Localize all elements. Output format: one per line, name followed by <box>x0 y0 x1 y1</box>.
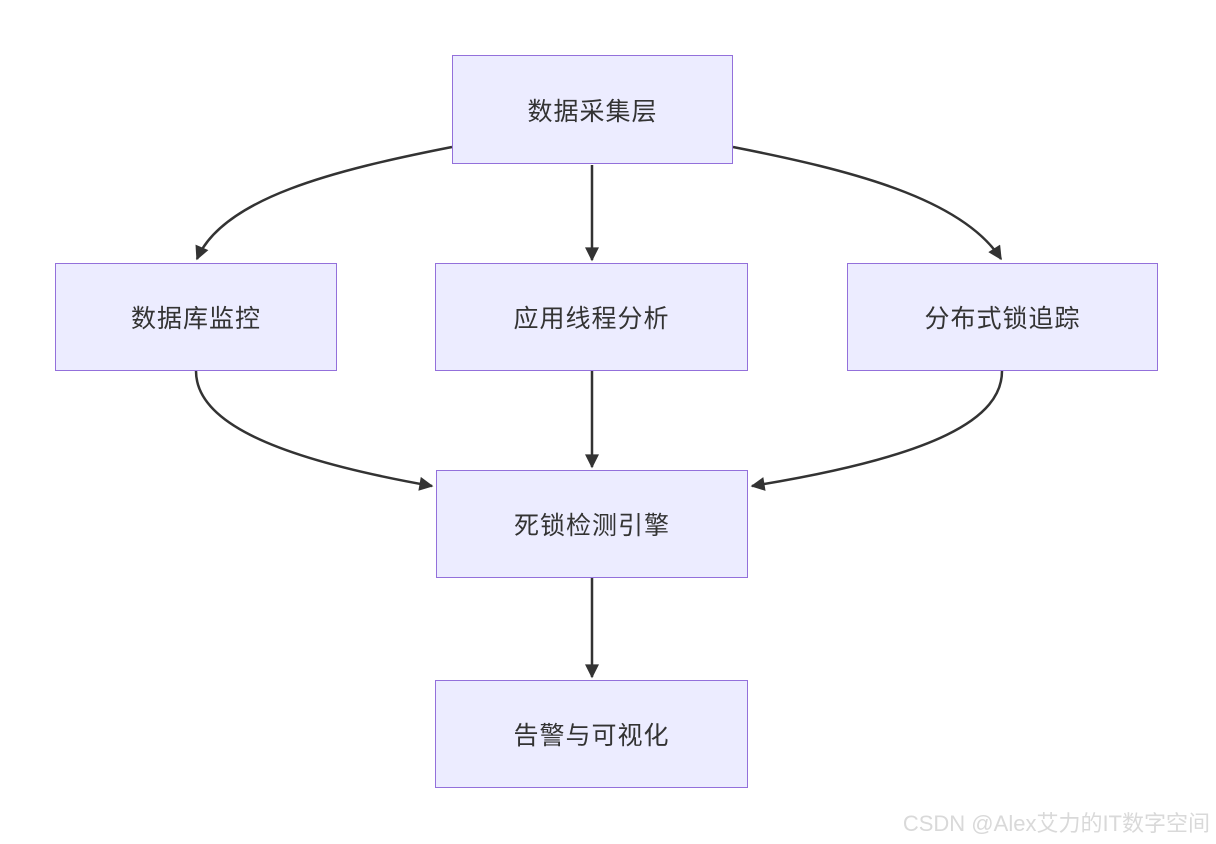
node-database-monitoring: 数据库监控 <box>55 263 337 371</box>
node-data-collection-layer: 数据采集层 <box>452 55 733 164</box>
node-distributed-lock-tracing: 分布式锁追踪 <box>847 263 1158 371</box>
node-label: 数据采集层 <box>527 97 658 126</box>
node-label: 数据库监控 <box>130 305 261 333</box>
node-label: 分布式锁追踪 <box>924 305 1081 333</box>
edge-db-to-engine <box>194 370 434 491</box>
node-deadlock-detection-engine: 死锁检测引擎 <box>436 470 748 578</box>
node-label: 应用线程分析 <box>513 305 670 333</box>
node-label: 告警与可视化 <box>513 722 670 750</box>
node-alerting-visualization: 告警与可视化 <box>435 680 748 788</box>
edge-lock-to-engine <box>750 370 1004 491</box>
edge-collection-to-lock <box>732 145 1003 261</box>
csdn-watermark: CSDN @Alex艾力的IT数字空间 <box>902 811 1210 836</box>
node-app-thread-analysis: 应用线程分析 <box>435 263 748 371</box>
edge-collection-to-db <box>195 145 453 261</box>
node-label: 死锁检测引擎 <box>513 512 670 540</box>
